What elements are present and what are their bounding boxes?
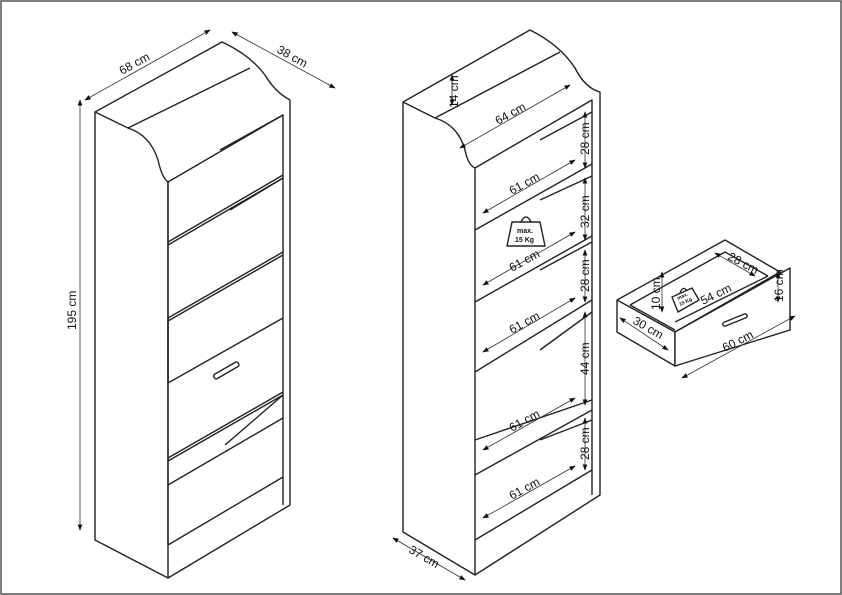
left-unit-outline <box>94 41 291 579</box>
left-unit-shelves <box>167 174 284 486</box>
drawer-diagram: 28 cm 10 cm 54 cm 16 cm 30 cm 60 cm max.… <box>616 239 796 379</box>
weight-badge-drawer: max. 15 Kg <box>671 287 700 313</box>
weight-line1: max. <box>517 228 533 235</box>
drawer-front-height-label: 16 cm <box>772 269 786 302</box>
weight-line2: 15 Kg <box>515 237 534 244</box>
gap-label-5: 28 cm <box>578 427 592 460</box>
depth-dim-middle <box>392 537 466 581</box>
weight-badge-shelf: max. 15 Kg <box>506 216 546 247</box>
gap-label-2: 32 cm <box>578 195 592 228</box>
drawer-inner-height-label: 10 cm <box>649 277 663 310</box>
gap-label-1: 28 cm <box>578 122 592 155</box>
top-width-dim <box>459 84 571 149</box>
depth-label: 38 cm <box>275 42 310 70</box>
left-unit-side-front <box>94 111 169 578</box>
left-bookshelf: 195 cm 68 cm 38 cm <box>65 29 336 579</box>
drawer-weight-line1: max. <box>676 291 689 302</box>
width-dim-line <box>84 29 211 101</box>
drawer-weight-line2: 15 Kg <box>678 297 693 308</box>
middle-bookshelf: 14 cm 64 cm 61 cm 61 cm 61 cm 61 cm 61 c… <box>392 29 601 581</box>
width-label: 68 cm <box>117 50 152 78</box>
shelf-gap-dims: 28 cm 32 cm 28 cm 44 cm 28 cm <box>578 111 592 471</box>
drawer-handle <box>212 361 240 380</box>
gap-label-4: 44 cm <box>578 342 592 375</box>
depth-dim-line <box>231 31 336 89</box>
height-label: 195 cm <box>65 291 79 330</box>
left-unit-back-lines <box>167 114 284 446</box>
top-clearance-label: 14 cm <box>447 75 461 108</box>
middle-unit-side-front <box>402 101 476 575</box>
gap-label-3: 28 cm <box>578 259 592 292</box>
